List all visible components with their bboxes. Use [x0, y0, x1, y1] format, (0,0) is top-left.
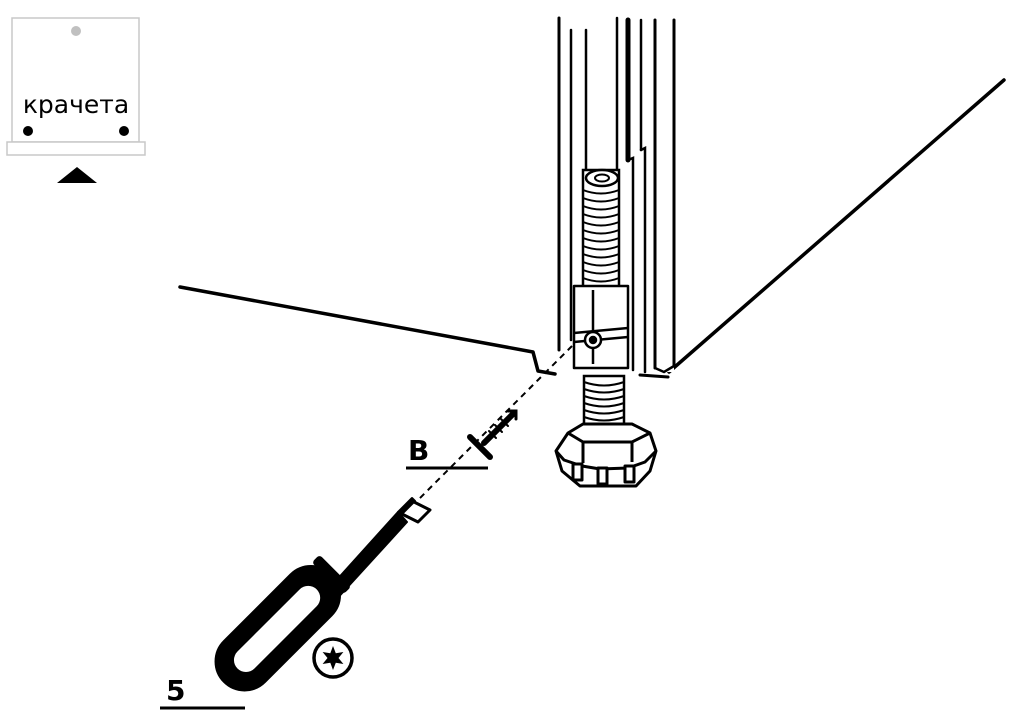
thread-line — [582, 221, 620, 227]
inset-right-dot — [119, 126, 129, 136]
triangle-up-icon — [57, 167, 97, 183]
screw-guide-line — [409, 345, 573, 509]
thread-line — [582, 205, 620, 211]
thread-line — [582, 197, 620, 203]
thread-line — [582, 237, 620, 243]
thread-line — [583, 409, 625, 415]
leveling-foot — [554, 422, 658, 488]
inset-label: крачета — [23, 90, 129, 119]
cabinet-left-bottom-edge — [178, 285, 557, 376]
thread-line — [582, 253, 620, 259]
mounting-bracket — [572, 284, 630, 370]
thread-line — [582, 245, 620, 251]
screwdriver — [214, 497, 432, 692]
thread-line — [583, 416, 625, 422]
torx-star-shape — [322, 646, 344, 670]
screw-label: B — [408, 434, 429, 467]
screw-b — [467, 409, 518, 460]
thread-line — [582, 229, 620, 235]
inset-panel-frame — [11, 17, 140, 143]
thread-line — [582, 189, 620, 195]
thread-line — [583, 402, 625, 408]
inset-panel: крачета — [6, 17, 146, 183]
threaded-rod-upper — [581, 168, 621, 298]
thread-line — [582, 269, 620, 275]
thread-line — [583, 381, 625, 387]
inset-panel-base — [6, 141, 146, 156]
thread-line — [582, 277, 620, 283]
torx-star-icon — [312, 637, 354, 679]
inset-left-dot — [23, 126, 33, 136]
thread-line — [583, 388, 625, 394]
thread-line — [582, 261, 620, 267]
thread-line — [582, 213, 620, 219]
tool-label: 5 — [166, 674, 185, 707]
cabinet-right-bottom-edge — [667, 78, 1006, 374]
inset-top-dot — [71, 26, 81, 36]
thread-line — [583, 395, 625, 401]
